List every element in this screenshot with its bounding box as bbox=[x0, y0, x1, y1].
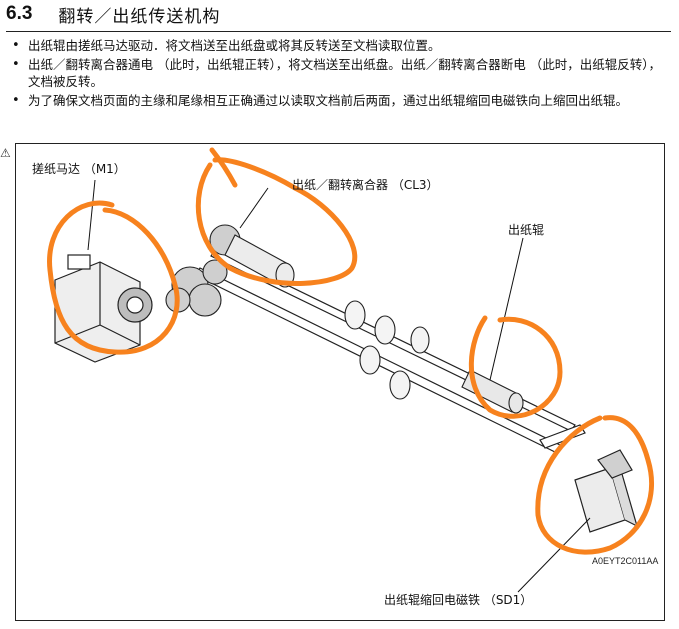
section-number: 6.3 bbox=[6, 3, 33, 24]
exit-roller-label: 出纸辊 bbox=[508, 223, 545, 237]
solenoid-body bbox=[539, 424, 638, 533]
bullet-list: 出纸辊由搓纸马达驱动．将文档送至出纸盘或将其反转送至文档读取位置。 出纸／翻转离… bbox=[10, 37, 670, 111]
bullet-item: 为了确保文档页面的主缘和尾缘相互正确通过以读取文档前后两面，通过出纸辊缩回电磁铁… bbox=[10, 92, 670, 109]
mechanism-figure bbox=[15, 143, 665, 621]
bullet-item: 出纸／翻转离合器通电 （此时，出纸辊正转），将文档送至出纸盘。出纸／翻转离合器断… bbox=[10, 56, 670, 90]
leader-lines bbox=[87, 179, 591, 593]
solenoid-label: 出纸辊缩回电磁铁 （SD1） bbox=[384, 593, 533, 607]
figure-code: A0EYT2C011AA bbox=[592, 556, 659, 566]
bullet-item: 出纸辊由搓纸马达驱动．将文档送至出纸盘或将其反转送至文档读取位置。 bbox=[10, 37, 670, 54]
warning-triangle-icon: ⚠ bbox=[0, 146, 11, 160]
motor-label: 搓纸马达 （M1） bbox=[32, 162, 126, 176]
clutch-label: 出纸／翻转离合器 （CL3） bbox=[292, 178, 439, 192]
section-heading: 6.3 翻转／出纸传送机构 bbox=[6, 0, 220, 28]
orange-annotation-circles bbox=[47, 147, 655, 555]
exit-roller bbox=[461, 369, 524, 414]
motor-body bbox=[54, 254, 153, 363]
heading-divider bbox=[6, 31, 671, 32]
section-title: 翻转／出纸传送机构 bbox=[58, 6, 221, 27]
feed-rollers bbox=[344, 300, 430, 400]
